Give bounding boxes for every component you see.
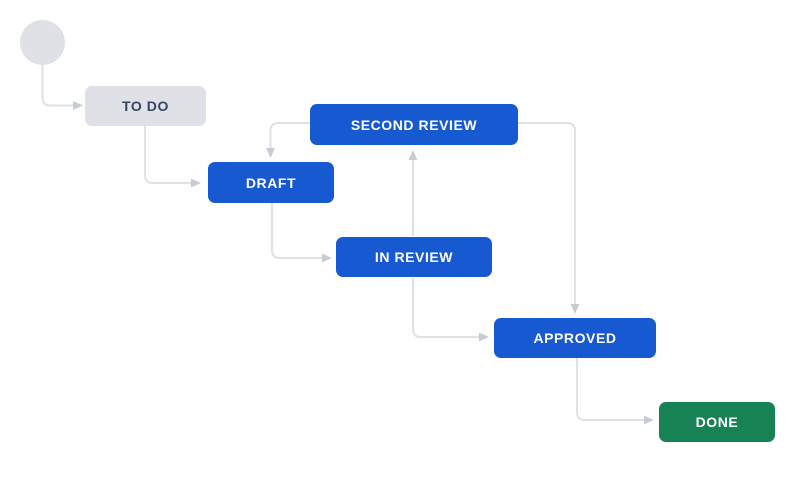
edge-start-to-todo: [41, 64, 83, 110]
status-node-todo[interactable]: TO DO: [85, 86, 206, 126]
status-label-approved: APPROVED: [533, 330, 617, 346]
status-label-todo: TO DO: [122, 98, 169, 114]
status-label-draft: DRAFT: [245, 174, 297, 191]
status-label-done: DONE: [695, 414, 739, 430]
edge-in-review-to-approved: [412, 278, 489, 342]
status-node-second-review[interactable]: SECOND REVIEW: [310, 104, 518, 145]
status-node-approved[interactable]: APPROVED: [494, 318, 656, 358]
status-label-second-review: SECOND REVIEW: [350, 116, 478, 133]
status-node-done[interactable]: DONE: [659, 402, 775, 442]
edge-draft-to-in-review: [271, 203, 332, 263]
workflow-start-circle[interactable]: [20, 20, 65, 65]
edge-approved-to-done: [576, 358, 654, 425]
status-node-in-review[interactable]: IN REVIEW: [336, 237, 492, 277]
edge-second-review-to-draft: [266, 122, 310, 158]
status-node-draft[interactable]: DRAFT: [208, 162, 334, 203]
status-label-in-review: IN REVIEW: [374, 249, 454, 265]
edge-second-review-to-approved: [518, 122, 580, 314]
edge-todo-to-draft: [144, 126, 201, 188]
